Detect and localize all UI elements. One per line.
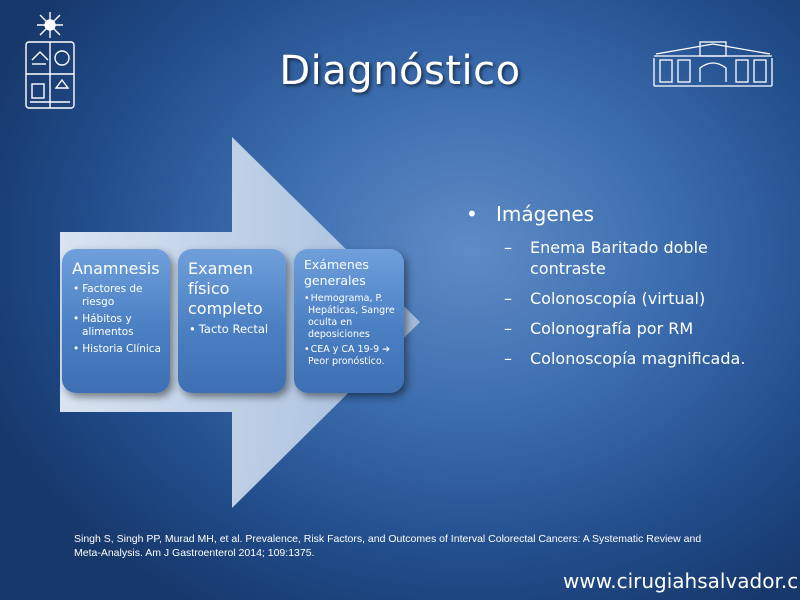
hospital-building-logo (653, 41, 773, 87)
box-examen-fisico: Examen físico completo Tacto Rectal (178, 249, 286, 393)
list-item: Factores de riesgo (72, 283, 162, 309)
box-examenes-heading: Exámenes generales (304, 257, 396, 289)
list-item: Historia Clínica (72, 343, 162, 356)
box-anamnesis-heading: Anamnesis (72, 259, 160, 278)
box-anamnesis-list: Factores de riesgo Hábitos y alimentos H… (72, 283, 162, 356)
heading-line: Examen (188, 259, 253, 278)
box-anamnesis: Anamnesis Factores de riesgo Hábitos y a… (62, 249, 170, 393)
sun-rays-icon (37, 12, 63, 38)
list-item: CEA y CA 19-9 ➔ Peor pronóstico. (304, 344, 396, 368)
bullet-imagenes: Imágenes (466, 200, 756, 228)
heading-line: físico (188, 279, 230, 298)
heading-line: generales (304, 273, 366, 288)
list-item: Hábitos y alimentos (72, 313, 162, 339)
heading-line: Exámenes (304, 257, 369, 272)
list-item: Tacto Rectal (188, 323, 278, 336)
box-examenes-generales: Exámenes generales Hemograma, P. Hepátic… (294, 249, 404, 393)
website-url: www.cirugiahsalvador.cl (563, 569, 800, 593)
box-examen-heading: Examen físico completo (188, 259, 278, 319)
heading-line: completo (188, 299, 263, 318)
sub-bullet: Enema Baritado doble contraste (466, 237, 756, 279)
slide-title: Diagnóstico (279, 48, 521, 94)
university-seal-logo (25, 12, 75, 109)
sub-bullet: Colonoscopía (virtual) (466, 288, 756, 309)
citation-text: Singh S, Singh PP, Murad MH, et al. Prev… (74, 533, 702, 559)
box-examenes-list: Hemograma, P. Hepáticas, Sangre oculta e… (304, 293, 396, 368)
imaging-bullet-list: Imágenes Enema Baritado doble contraste … (466, 200, 756, 369)
sub-bullet: Colonoscopía magnificada. (466, 348, 756, 369)
list-item: Hemograma, P. Hepáticas, Sangre oculta e… (304, 293, 396, 341)
sub-bullet: Colonografía por RM (466, 318, 756, 339)
box-examen-list: Tacto Rectal (188, 323, 278, 336)
